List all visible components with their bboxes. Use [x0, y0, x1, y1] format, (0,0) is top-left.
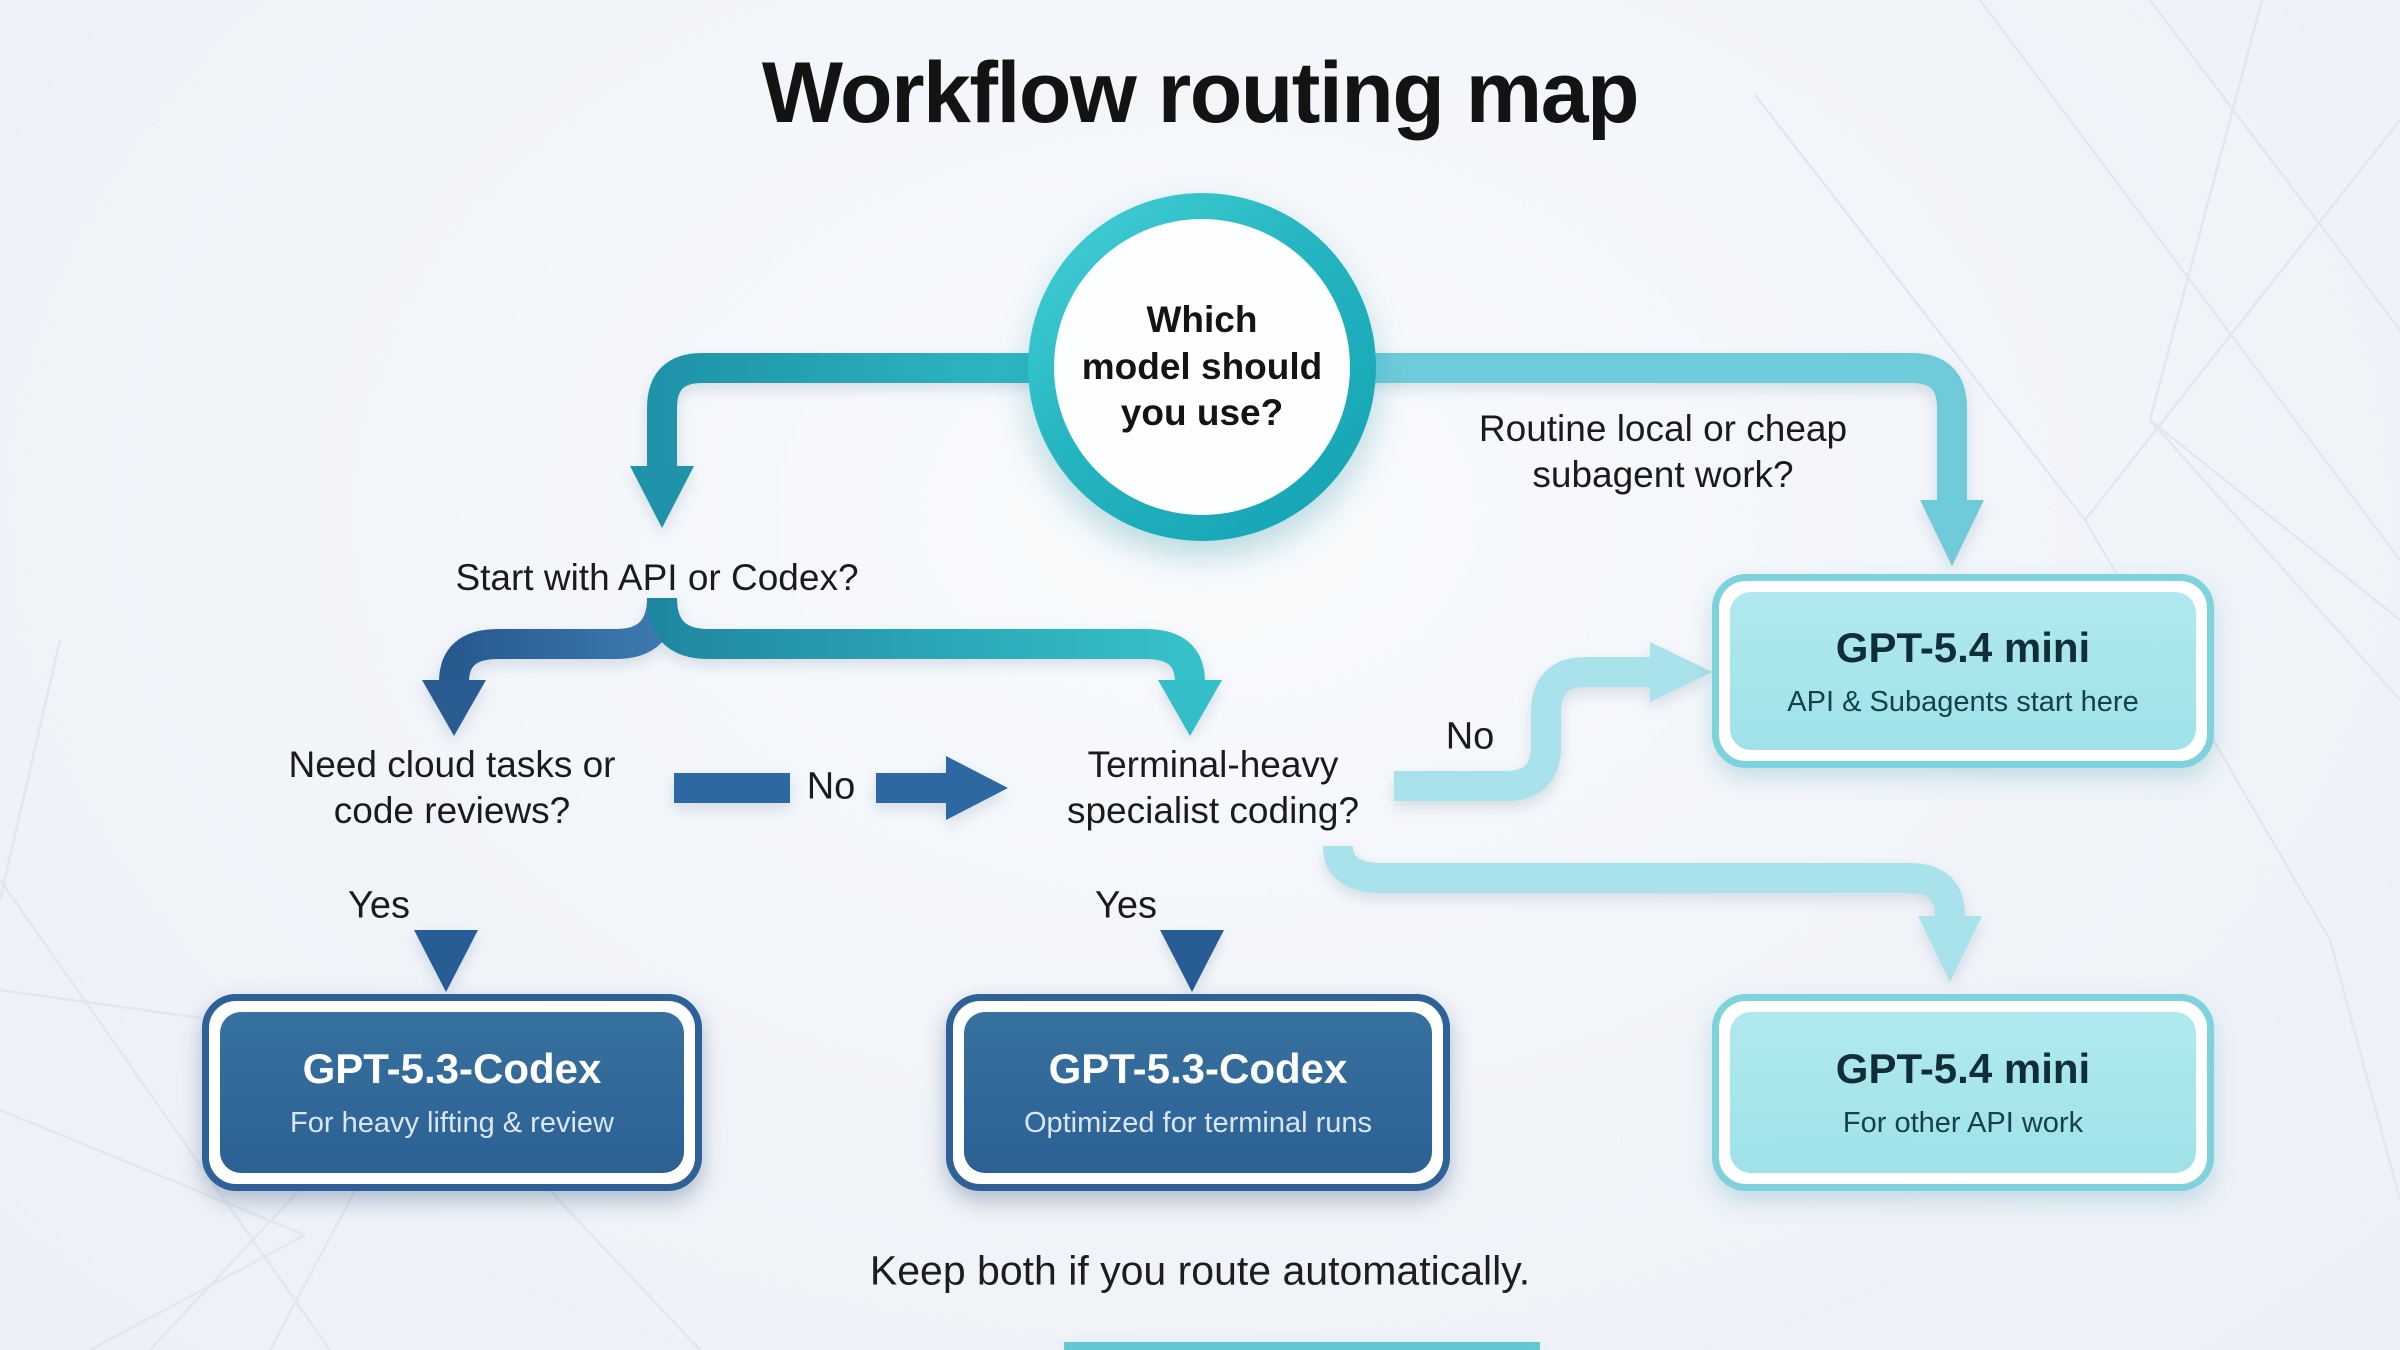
question-routine: Routine local or cheap subagent work? [1479, 406, 1847, 498]
question-terminal: Terminal-heavy specialist coding? [1067, 742, 1359, 834]
node-title: GPT-5.3-Codex [302, 1045, 602, 1092]
question-routine-line2: subagent work? [1532, 454, 1794, 495]
question-cloud-line1: Need cloud tasks or [288, 744, 616, 786]
diagram-title: Workflow routing map [761, 45, 1640, 141]
arrow-terminal-yes-down [1160, 854, 1224, 992]
question-cloud-line2: code reviews? [333, 790, 571, 831]
hub-question-line3: you use? [1120, 392, 1284, 434]
arrow-start-to-cloud [422, 597, 677, 736]
node-subtitle: For other API work [1842, 1107, 2084, 1139]
hub-question-line2: model should [1081, 345, 1323, 387]
node-title: GPT-5.4 mini [1835, 1045, 2091, 1092]
node-codex-terminal: GPT-5.3-Codex Optimized for terminal run… [946, 994, 1450, 1191]
question-routine-line1: Routine local or cheap [1478, 408, 1848, 450]
arrow-terminal-no-to-mini-start [1394, 642, 1712, 801]
label-cloud-yes: Yes [348, 884, 410, 927]
label-cloud-no: No [806, 765, 856, 808]
question-start: Start with API or Codex? [455, 557, 859, 599]
question-terminal-line1: Terminal-heavy [1087, 744, 1339, 786]
node-title: GPT-5.3-Codex [1048, 1045, 1348, 1092]
arrow-cloud-no-to-terminal [674, 756, 1008, 820]
arrow-cloud-yes-down [414, 854, 478, 992]
arrow-hub-to-routine [1370, 353, 1984, 566]
node-title: GPT-5.4 mini [1835, 623, 2091, 671]
question-cloud: Need cloud tasks or code reviews? [288, 742, 615, 834]
node-subtitle: For heavy lifting & review [290, 1107, 614, 1139]
question-terminal-line2: specialist coding? [1066, 790, 1360, 831]
arrow-start-to-terminal [647, 597, 1222, 736]
footer-caption: Keep both if you route automatically. [869, 1247, 1531, 1294]
decision-hub-node: Which model should you use? [1028, 193, 1376, 541]
node-mini-other: GPT-5.4 mini For other API work [1712, 994, 2214, 1191]
label-terminal-yes: Yes [1095, 884, 1157, 927]
node-subtitle: Optimized for terminal runs [1023, 1107, 1373, 1139]
node-mini-start: GPT-5.4 mini API & Subagents start here [1712, 574, 2214, 768]
label-terminal-no: No [1445, 715, 1495, 758]
node-codex-review: GPT-5.3-Codex For heavy lifting & review [202, 994, 702, 1191]
arrow-hub-to-start [630, 353, 1034, 528]
hub-question-line1: Which [1146, 298, 1258, 340]
bottom-accent-bar [1064, 1342, 1540, 1350]
arrow-terminal-to-mini-other [1323, 844, 1982, 982]
decision-hub-question: Which model should you use? [1054, 219, 1350, 515]
node-subtitle: API & Subagents start here [1787, 685, 2139, 718]
